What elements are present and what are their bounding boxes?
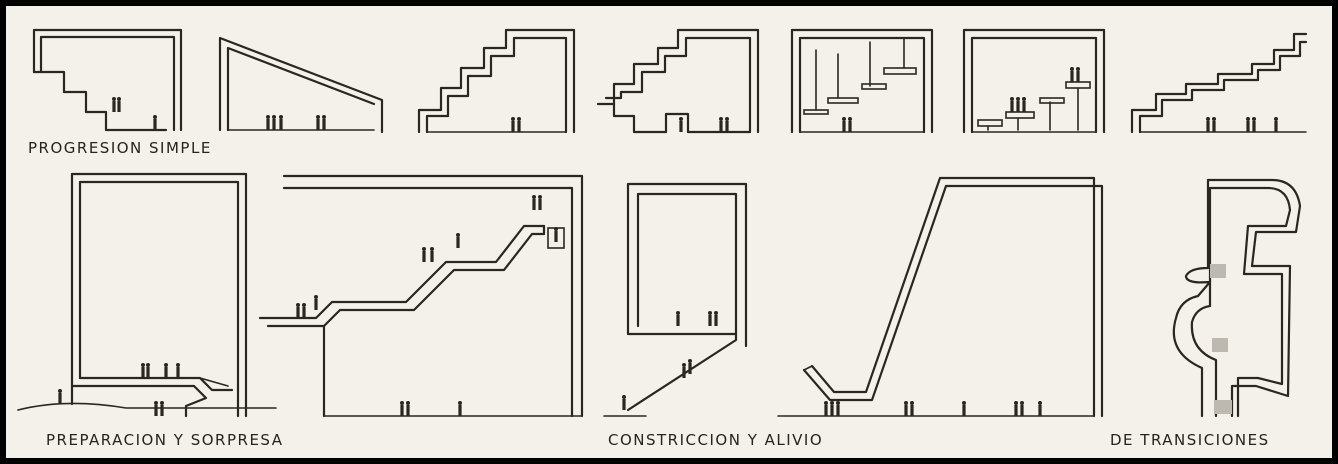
caption-progression: PROGRESION SIMPLE [28, 139, 212, 157]
section-drawings [17, 28, 1308, 418]
tall-space-diagram [777, 176, 1104, 418]
diagram-sheet: PROGRESION SIMPLE PREPARACION Y SORPRESA… [6, 6, 1332, 458]
progression-diagram-2 [218, 36, 384, 134]
progression-diagram-5 [790, 28, 934, 134]
stair-lookout-diagram [258, 174, 584, 418]
caption-constriction: CONSTRICCION Y ALIVIO [608, 431, 824, 449]
preparation-surprise-diagram [17, 172, 277, 418]
progression-diagram-1 [32, 28, 183, 132]
progression-diagram-3 [417, 28, 576, 134]
caption-preparation: PREPARACION Y SORPRESA [46, 431, 284, 449]
progression-diagram-7 [1130, 32, 1308, 134]
progression-diagram-6 [962, 28, 1106, 134]
progression-diagram-4 [596, 28, 760, 134]
caption-transitions: DE TRANSICIONES [1110, 431, 1270, 449]
constriction-relief-diagram [603, 182, 748, 417]
transitions-diagram [1172, 178, 1302, 418]
